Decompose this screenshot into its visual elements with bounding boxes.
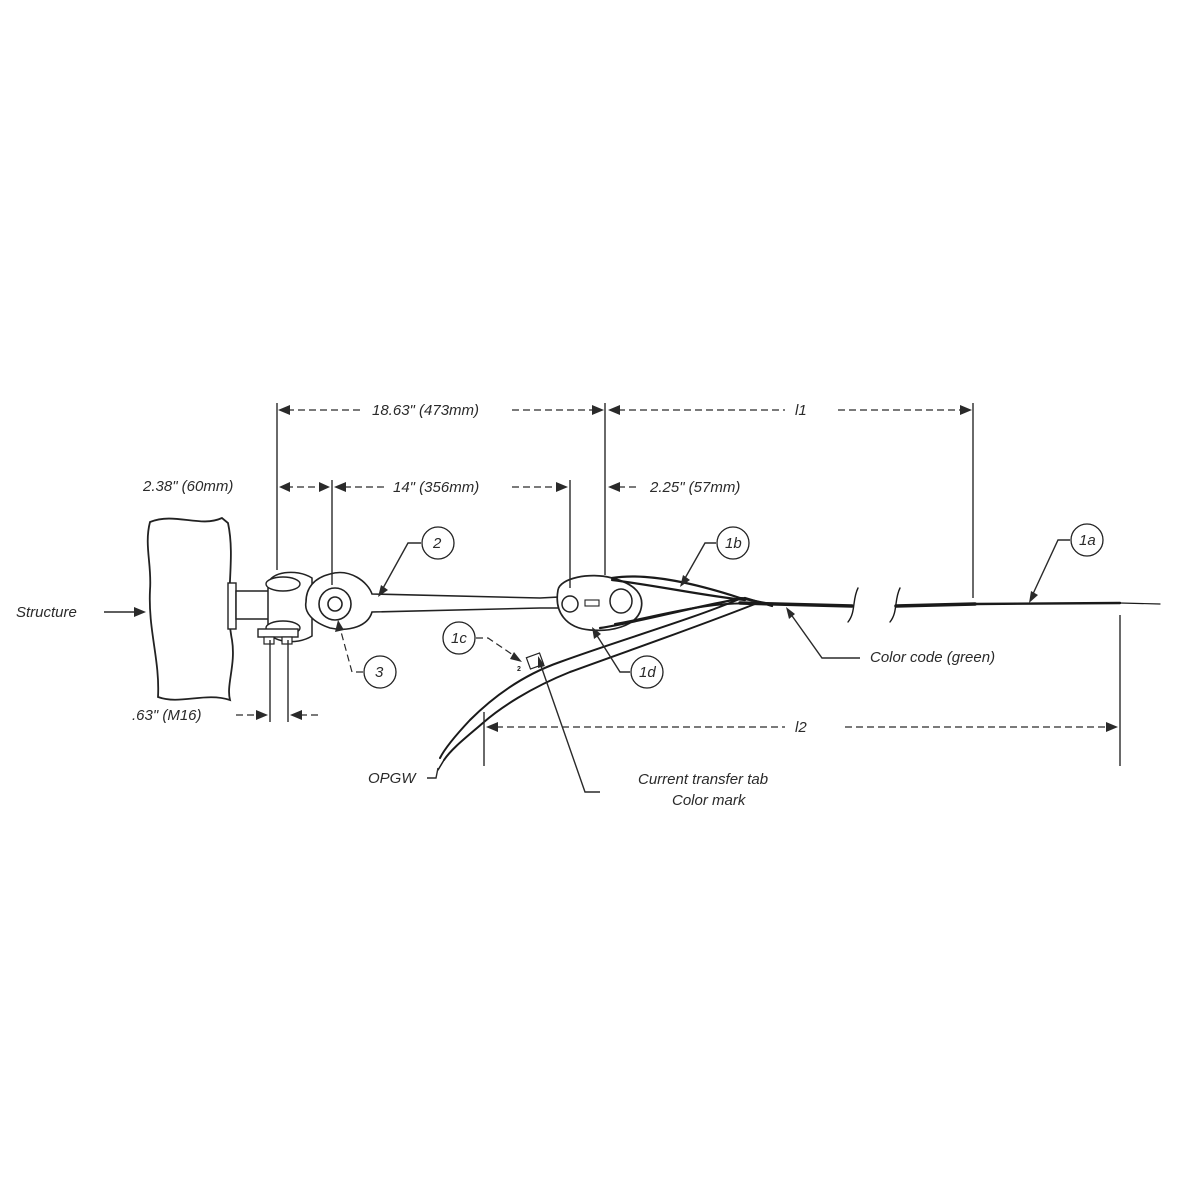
dim-row-2: 2.38" (60mm) 14" (356mm) 2.25" (57mm) xyxy=(142,478,740,588)
svg-text:1d: 1d xyxy=(639,664,656,681)
thimble-clevis xyxy=(556,574,643,632)
tab-label-line1: Current transfer tab xyxy=(638,771,768,788)
tab-leader: Current transfer tab Color mark xyxy=(538,656,768,809)
structure-label-group: Structure xyxy=(16,604,146,621)
opgw-label: OPGW xyxy=(368,770,417,787)
callout-1c: 1c xyxy=(442,621,522,662)
structure-label: Structure xyxy=(16,604,77,621)
dim-link-label: 14" (356mm) xyxy=(393,479,479,496)
preformed-rods xyxy=(437,575,1161,771)
extension-link xyxy=(304,571,561,630)
opgw-leader: OPGW xyxy=(368,767,439,787)
dim-l1-label: l1 xyxy=(795,402,807,419)
svg-text:2: 2 xyxy=(432,535,442,552)
dim-l2: l2 xyxy=(483,615,1121,766)
color-code-label: Color code (green) xyxy=(870,649,995,666)
dim-overall: 18.63" (473mm) xyxy=(276,402,606,575)
shackle-clevis xyxy=(235,571,313,645)
callout-1b: 1b xyxy=(680,526,750,587)
callout-2: 2 xyxy=(378,526,455,597)
tab-label-line2: Color mark xyxy=(672,792,747,809)
callout-1a: 1a xyxy=(1029,523,1104,603)
dim-overall-label: 18.63" (473mm) xyxy=(372,402,479,419)
dim-clevis-label: 2.38" (60mm) xyxy=(142,478,233,495)
dim-bolt-label: .63" (M16) xyxy=(132,707,202,724)
dim-l2-label: l2 xyxy=(795,719,807,736)
structure-block xyxy=(146,516,237,702)
svg-text:1a: 1a xyxy=(1079,532,1096,549)
callout-3: 3 xyxy=(335,620,397,689)
dim-l1: l1 xyxy=(608,402,974,598)
callout-1d: 1d xyxy=(592,627,664,689)
dim-thimble-label: 2.25" (57mm) xyxy=(649,479,740,496)
color-code-leader: Color code (green) xyxy=(786,607,995,666)
svg-text:1b: 1b xyxy=(725,535,742,552)
svg-text:2: 2 xyxy=(517,666,521,673)
dim-bolt: .63" (M16) xyxy=(132,640,318,724)
svg-text:1c: 1c xyxy=(451,630,467,647)
svg-text:3: 3 xyxy=(375,664,384,681)
